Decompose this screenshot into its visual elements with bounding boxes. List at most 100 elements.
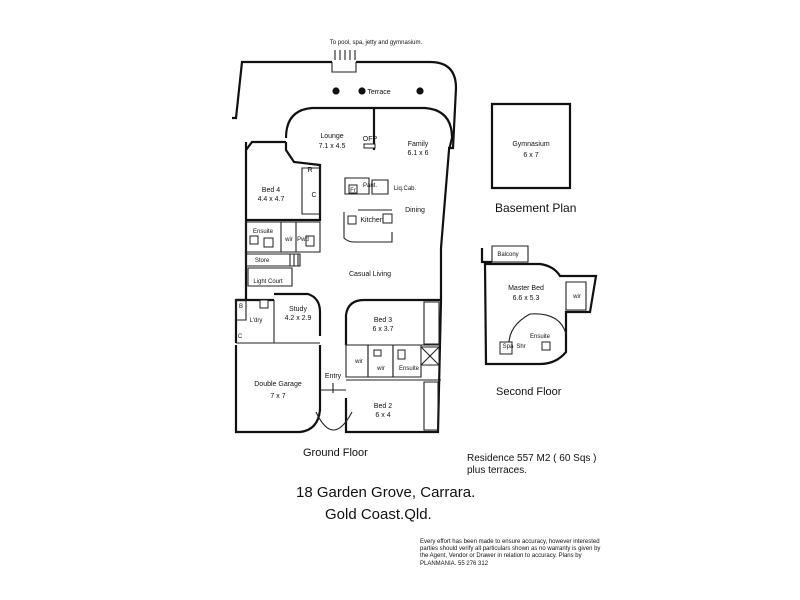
basement-plan-caption: Basement Plan xyxy=(495,201,577,215)
lounge-size: 7.1 x 4.5 xyxy=(319,143,346,150)
balcony-label: Balcony xyxy=(497,252,518,258)
broom-cupboard xyxy=(236,300,246,320)
light-court-label: Light Court xyxy=(253,279,283,285)
pantry xyxy=(345,178,369,194)
pwd-label: Pwd xyxy=(297,237,309,243)
ensuite-curved-wall xyxy=(509,314,566,354)
master-bed-label: Master Bed xyxy=(508,285,544,292)
robe-c-label: C xyxy=(311,192,316,199)
toilet-fixture xyxy=(306,236,314,246)
master-wir xyxy=(566,282,586,310)
toilet-fixture xyxy=(398,350,405,359)
ensuite-master-label: Ensuite xyxy=(530,334,551,340)
fireplace xyxy=(364,144,375,148)
kitchen-label: Kitchen xyxy=(360,217,383,224)
second-floor-caption: Second Floor xyxy=(496,386,562,398)
terrace-column xyxy=(416,87,424,95)
wir-bed2-label: wir xyxy=(376,366,385,372)
wir-master-label: wir xyxy=(572,294,581,300)
shower-fixture xyxy=(264,238,273,247)
dining-label: Dining xyxy=(405,207,425,214)
basin-fixture xyxy=(374,350,381,356)
wir-bed3-label: wir xyxy=(354,359,363,365)
bed3-walls xyxy=(346,300,441,345)
shr-label: Shr xyxy=(516,344,525,350)
bed4-size: 4.4 x 4.7 xyxy=(258,196,285,203)
gymnasium-room xyxy=(492,104,570,188)
ofp-label: OFP xyxy=(363,136,378,143)
terrace-column xyxy=(332,87,340,95)
terrace-label: Terrace xyxy=(367,89,390,96)
terrace-steps xyxy=(332,62,356,72)
liq-cab-cupboard xyxy=(372,180,388,194)
study-label: Study xyxy=(289,306,307,313)
sink-fixture xyxy=(348,216,356,224)
top-note-label: To pool, spa, jetty and gymnasium. xyxy=(330,40,423,46)
property-address-line1: 18 Garden Grove, Carrara. xyxy=(296,484,476,501)
wir-label: wir xyxy=(284,237,293,243)
gymnasium-label: Gymnasium xyxy=(512,141,550,148)
disclaimer-text: Every effort has been made to ensure acc… xyxy=(420,539,601,567)
balcony-rail xyxy=(482,248,492,262)
laundry-c-label: C xyxy=(238,334,243,340)
study-walls xyxy=(274,294,320,336)
bed3-size: 6 x 3.7 xyxy=(372,326,393,333)
spa-fixture xyxy=(500,342,512,354)
spa-label: Spa xyxy=(503,344,514,350)
ground-floor-caption: Ground Floor xyxy=(303,447,368,459)
ensuite-bed-label: Ensuite xyxy=(399,366,420,372)
bed4-label: Bed 4 xyxy=(262,187,280,194)
bed4-robe xyxy=(302,168,320,214)
basement-plan: Gymnasium 6 x 7 xyxy=(492,104,570,188)
bed4-top-wall xyxy=(246,142,286,150)
residence-terraces-note: plus terraces. xyxy=(467,465,528,476)
garage-label: Double Garage xyxy=(254,381,302,388)
balcony xyxy=(492,246,528,262)
master-suite-walls xyxy=(485,264,596,364)
light-court xyxy=(248,268,292,286)
cooktop-fixture xyxy=(383,214,392,223)
entry-porch-curve xyxy=(316,412,352,430)
store-label: Store xyxy=(255,258,270,264)
garage-walls xyxy=(236,345,320,432)
study-size: 4.2 x 2.9 xyxy=(285,315,312,322)
casual-living-label: Casual Living xyxy=(349,271,391,278)
terrace-boundary xyxy=(232,62,456,148)
ensuite-wet-area xyxy=(246,222,320,252)
ensuite-label: Ensuite xyxy=(253,229,274,235)
ground-floor-plan: To pool, spa, jetty and gymnasium. Terra… xyxy=(232,40,456,432)
garage-size: 7 x 7 xyxy=(270,393,285,400)
toilet-fixture xyxy=(542,342,550,350)
terrace-column xyxy=(358,87,366,95)
laundry-tub xyxy=(260,300,268,308)
residence-area: Residence 557 M2 ( 60 Sqs ) xyxy=(467,453,597,464)
liq-cab-label: Liq.Cab. xyxy=(394,186,417,192)
master-bed-size: 6.6 x 5.3 xyxy=(513,295,540,302)
bed3-robe xyxy=(424,302,439,344)
family-label: Family xyxy=(408,141,429,148)
entry-label: Entry xyxy=(325,373,342,380)
fridge-label: Fr xyxy=(350,188,356,194)
laundry-b-label: B xyxy=(239,304,243,310)
kitchen-island-bench xyxy=(344,212,392,242)
bed3-label: Bed 3 xyxy=(374,317,392,324)
bed2-size: 6 x 4 xyxy=(375,412,390,419)
pantry-label: Pant. xyxy=(363,183,377,189)
bed4-walls xyxy=(246,142,320,220)
bed2-label: Bed 2 xyxy=(374,403,392,410)
property-address-line2: Gold Coast.Qld. xyxy=(325,506,432,523)
store-room xyxy=(246,254,300,266)
laundry-label: L'dry xyxy=(250,318,263,324)
robe-r-label: R xyxy=(307,167,312,174)
bed2-robe xyxy=(424,382,438,430)
main-outer-wall xyxy=(286,108,452,432)
west-wall xyxy=(236,142,246,343)
second-floor-plan: Balcony wir Master Bed 6.6 x 5.3 Ensuite… xyxy=(482,246,596,364)
fridge xyxy=(349,185,357,193)
family-size: 6.1 x 6 xyxy=(407,150,428,157)
shower-cross xyxy=(421,347,439,365)
lounge-label: Lounge xyxy=(320,133,343,140)
gymnasium-size: 6 x 7 xyxy=(523,152,538,159)
ensuite-bed xyxy=(393,345,421,377)
